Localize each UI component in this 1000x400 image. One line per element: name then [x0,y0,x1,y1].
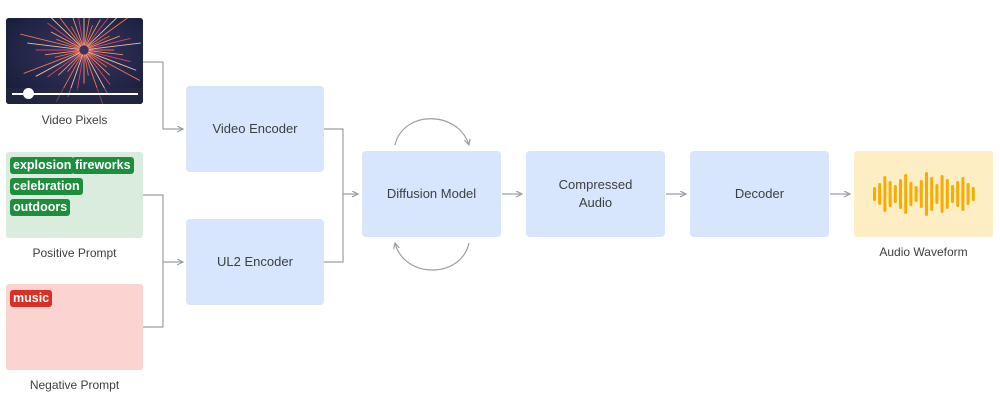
compressed-audio-node: Compressed Audio [526,151,665,237]
arrow-video-encoder-to-diffusion [324,128,358,194]
loop-arrow-top [394,118,469,145]
video-frame [6,18,143,104]
positive-tag: celebration [10,178,83,195]
decoder-node: Decoder [690,151,829,237]
positive-tag: explosion [10,157,75,174]
decoder-label: Decoder [734,186,785,201]
loop-arrow-bottom [395,243,470,271]
negative-tag: music [10,290,53,307]
negative-prompt-label: Negative Prompt [29,378,120,392]
waveform-icon [873,172,975,216]
fireworks-image [6,18,143,104]
video-progress-handle[interactable] [23,88,34,99]
audio-waveform-panel [854,151,993,237]
audio-waveform-label: Audio Waveform [879,245,968,259]
video-encoder-node: Video Encoder [186,86,324,172]
ul2-encoder-node: UL2 Encoder [186,219,324,305]
diffusion-model-label: Diffusion Model [386,186,477,201]
video-pixels-label: Video Pixels [41,113,108,127]
positive-prompt-label: Positive Prompt [32,246,117,260]
video-progress-track[interactable] [12,93,138,95]
compressed-audio-label-line2: Audio [578,195,613,210]
positive-tag: outdoors [10,199,71,216]
diffusion-model-node: Diffusion Model [362,151,501,237]
ul2-encoder-label: UL2 Encoder [217,254,293,269]
compressed-audio-label-line1: Compressed [558,177,633,192]
positive-tag: fireworks [72,157,134,174]
arrow-ul2-encoder-to-diffusion [324,194,344,263]
arrow-positive-to-ul2-encoder [143,194,183,262]
video-encoder-label: Video Encoder [212,121,298,136]
arrow-negative-to-ul2-encoder [143,262,164,328]
arrow-video-to-video-encoder [143,61,183,129]
